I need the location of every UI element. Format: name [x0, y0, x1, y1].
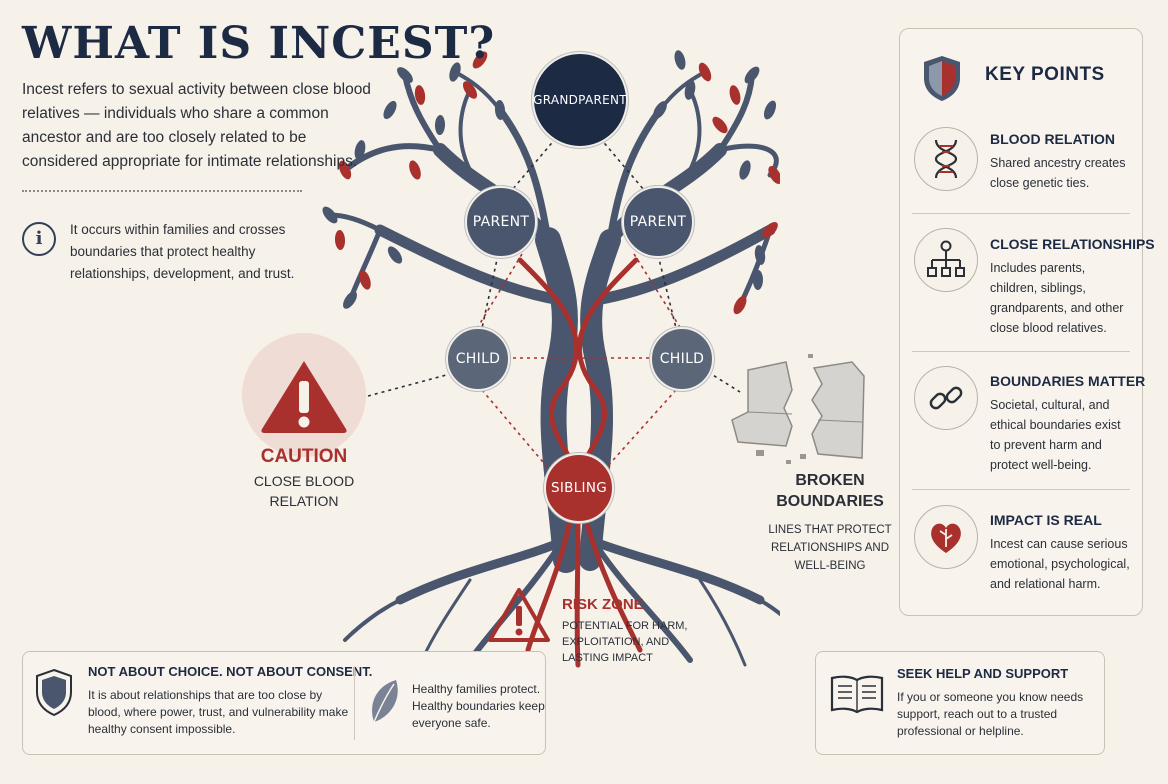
leaf: [768, 165, 780, 185]
shield-icon: [924, 56, 960, 101]
node-parent-left: PARENT: [465, 186, 537, 258]
leaf: [712, 116, 728, 134]
risk-warning-icon: [488, 588, 550, 642]
leaf: [739, 160, 751, 180]
leaf: [653, 101, 667, 119]
broken-boundaries-description: LINES THAT PROTECT RELATIONSHIPS AND WEL…: [768, 524, 892, 572]
leaf: [338, 160, 352, 180]
leaf: [472, 51, 488, 69]
key-point-description: Incest can cause serious emotional, psyc…: [990, 537, 1130, 591]
divider: [912, 489, 1130, 490]
consent-side-note: Healthy families protect. Healthy bounda…: [412, 682, 545, 730]
leaf: [744, 66, 760, 84]
risk-zone-title: RISK ZONE: [562, 596, 644, 613]
consent-title: NOT ABOUT CHOICE. NOT ABOUT CONSENT.: [88, 664, 373, 679]
key-point-title: IMPACT IS REAL: [990, 512, 1102, 528]
leaf: [462, 81, 478, 99]
caution-badge: [242, 333, 366, 457]
leaf: [674, 50, 686, 70]
key-point-description: Includes parents, children, siblings, gr…: [990, 261, 1124, 335]
key-point-description: Societal, cultural, and ethical boundari…: [990, 398, 1121, 472]
leaf: [343, 291, 357, 309]
leaf: [729, 85, 741, 105]
info-note: It occurs within families and crosses bo…: [70, 222, 295, 281]
dna-icon: [914, 127, 978, 191]
leaf: [733, 295, 747, 315]
leaf: [763, 100, 777, 120]
key-point-title: BLOOD RELATION: [990, 131, 1115, 147]
family-tree-icon: [914, 228, 978, 292]
page-title: WHAT IS INCEST?: [22, 18, 496, 69]
leaf: [334, 230, 346, 250]
book-icon: [830, 675, 884, 714]
leaf: [387, 246, 403, 264]
leaf: [494, 100, 506, 120]
node-parent-right: PARENT: [622, 186, 694, 258]
leaf: [414, 85, 426, 105]
leaf-icon: [372, 680, 398, 723]
broken-boundaries-title: BROKEN BOUNDARIES: [776, 472, 884, 510]
help-title: SEEK HELP AND SUPPORT: [897, 666, 1069, 681]
leaf: [698, 62, 712, 82]
help-description: If you or someone you know needs support…: [897, 690, 1084, 738]
node-grandparent: GRANDPARENT: [532, 52, 628, 148]
risk-zone-description: POTENTIAL FOR HARM, EXPLOITATION, AND LA…: [562, 620, 688, 664]
leaf: [434, 115, 446, 135]
consent-box: [22, 651, 546, 755]
node-sibling: SIBLING: [544, 453, 614, 523]
leaf: [397, 67, 413, 83]
broken-chain-icon: [914, 366, 978, 430]
help-box: [815, 651, 1105, 755]
warning-icon: [261, 361, 347, 433]
leaf: [684, 80, 696, 100]
leaf: [359, 270, 371, 290]
shield-icon: [36, 668, 72, 717]
divider: [22, 190, 302, 192]
key-point-description: Shared ancestry creates close genetic ti…: [990, 156, 1126, 190]
divider: [354, 666, 355, 740]
heart-icon: [914, 505, 978, 569]
intro-text: Incest refers to sexual activity between…: [22, 81, 371, 170]
leaf: [383, 100, 397, 120]
key-point-title: BOUNDARIES MATTER: [990, 373, 1146, 389]
leaf: [409, 160, 421, 180]
key-point-title: CLOSE RELATIONSHIPS: [990, 236, 1155, 252]
broken-wall-icon: [731, 354, 865, 464]
leaf: [752, 270, 764, 290]
divider: [912, 351, 1130, 352]
leaf: [762, 222, 778, 238]
node-child-left: CHILD: [446, 327, 510, 391]
divider: [912, 213, 1130, 214]
caution-title: CAUTION: [260, 446, 348, 467]
leaf: [754, 245, 766, 265]
info-icon: i: [22, 222, 56, 256]
node-child-right: CHILD: [650, 327, 714, 391]
leaf: [449, 62, 461, 82]
key-points-heading: KEY POINTS: [985, 64, 1105, 85]
leaf: [354, 140, 366, 160]
consent-description: It is about relationships that are too c…: [88, 688, 349, 736]
leaf: [322, 206, 338, 224]
caution-subtitle: CLOSE BLOOD RELATION: [253, 473, 355, 509]
